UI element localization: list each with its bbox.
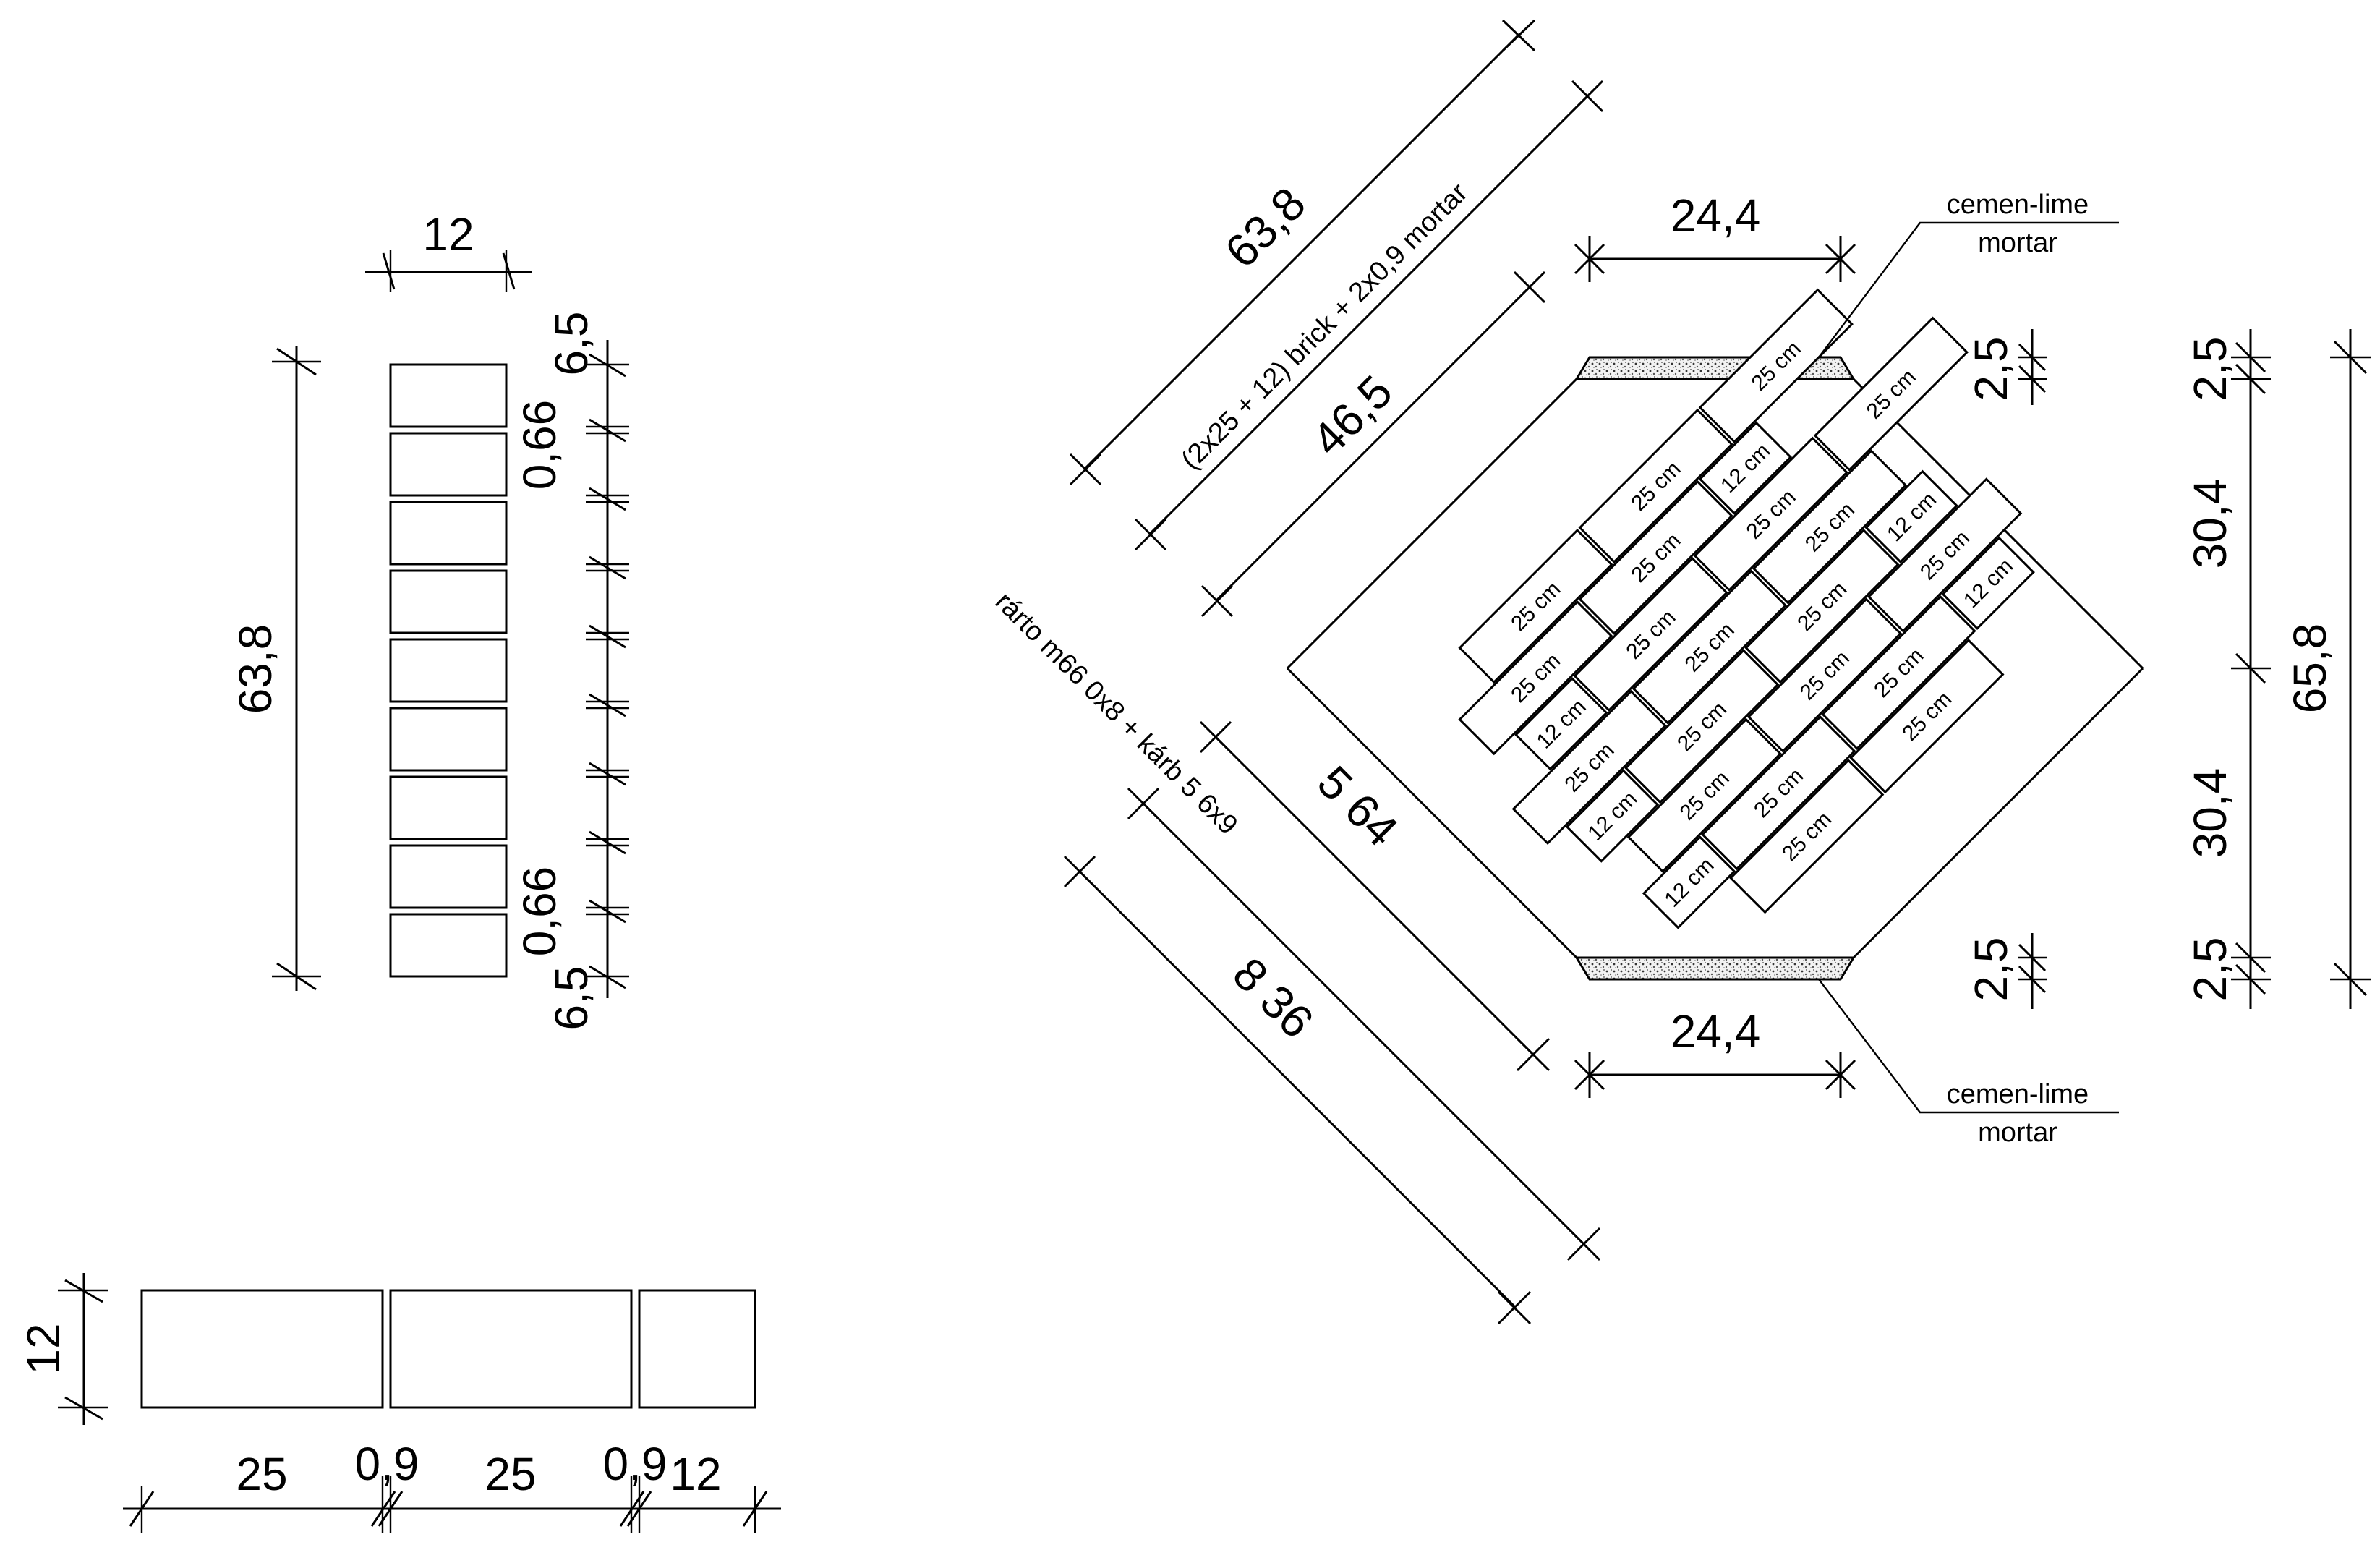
far-mid-top-label: 30,4 xyxy=(2184,479,2236,569)
diamond-upper-left-dimensions: 63,8 (2x25 + 12) brick + 2x0,9 mortar 46… xyxy=(1069,19,1604,618)
diamond-brick xyxy=(1573,556,1728,712)
bottom-joint2-label: 0,9 xyxy=(603,1438,667,1490)
mortar-bottom-line2: mortar xyxy=(1978,1117,2057,1148)
diamond-brick xyxy=(1565,769,1660,863)
bottom-seg2-label: 25 xyxy=(485,1448,536,1500)
bottom-seg1-label: 25 xyxy=(236,1448,287,1500)
bottom-height-label: 12 xyxy=(17,1323,69,1374)
diamond-brick xyxy=(1514,677,1608,771)
left-end-top-label: 6,5 xyxy=(545,312,597,376)
far-bottom-label: 2,5 xyxy=(2184,937,2236,1002)
far-top-label: 2,5 xyxy=(2184,337,2236,401)
mortar-bottom-strip xyxy=(1574,956,1856,981)
left-height-dimension: 63,8 xyxy=(229,346,321,991)
diamond-brick xyxy=(1941,536,2035,630)
diamond-brick xyxy=(1458,528,1613,684)
diamond-brick xyxy=(1642,835,1736,929)
diamond-brick xyxy=(1698,288,1854,443)
left-width-dimension: 12 xyxy=(365,208,532,292)
diamond-brick xyxy=(1701,715,1856,871)
left-end-bottom-label: 6,5 xyxy=(545,966,597,1031)
bottom-width-dimensions: 25 0,9 25 0,9 12 xyxy=(123,1438,781,1533)
bottom-strip-bricks xyxy=(140,1289,756,1409)
diamond-width-dimensions: 24,4 24,4 xyxy=(1574,190,1856,1098)
mortar-top-line1: cemen-lime xyxy=(1947,190,2089,220)
left-joint-top-label: 0,66 xyxy=(513,400,566,490)
diamond-brick xyxy=(1867,477,2023,633)
mortar-leaders: cemen-lime mortar cemen-lime mortar xyxy=(1818,190,2119,1148)
left-column-bricks xyxy=(389,363,508,978)
diamond-brick xyxy=(1624,649,1780,804)
diamond-inner-label: 46,5 xyxy=(1302,365,1402,466)
diamond-brick xyxy=(1626,717,1782,873)
diamond-lower-formula-label: rárto m66 0x8 + kárb 5 6x9 xyxy=(989,587,1244,841)
right-small-top-label: 2,5 xyxy=(1965,337,2017,401)
diamond-brick xyxy=(1729,759,1885,914)
diamond-brick xyxy=(1698,421,1793,515)
bottom-strip-plan: 12 25 0,9 25 0,9 12 xyxy=(17,1273,781,1533)
diamond-brick xyxy=(1821,595,1976,751)
diamond-brick xyxy=(1864,469,1958,564)
diamond-bottom-width-label: 24,4 xyxy=(1671,1005,1761,1057)
left-joint-bottom-label: 0,66 xyxy=(513,866,566,957)
diamond-lower-a-label: 5 64 xyxy=(1308,756,1408,856)
diamond-brick xyxy=(1632,569,1787,725)
right-small-bottom-label: 2,5 xyxy=(1965,937,2017,1002)
left-column-elevation: 12 63,8 xyxy=(229,208,629,1030)
diamond-brick xyxy=(1693,436,1848,592)
left-height-label: 63,8 xyxy=(229,624,281,715)
left-joint-dimensions: 6,5 0,66 0,66 6,5 xyxy=(513,312,629,1031)
far-mid-bottom-label: 30,4 xyxy=(2184,768,2236,859)
diamond-brick xyxy=(1578,480,1733,636)
diamond-brick xyxy=(1813,316,1969,472)
far-total-label: 65,8 xyxy=(2284,623,2336,714)
diamond-right-small-dimensions: 2,5 2,5 xyxy=(1965,329,2047,1009)
mortar-bottom-line1: cemen-lime xyxy=(1947,1079,2089,1110)
diamond-outline xyxy=(1286,378,2144,959)
diamond-brick xyxy=(1511,689,1667,845)
bottom-joint1-label: 0,9 xyxy=(355,1438,419,1490)
diamond-long-label: 63,8 xyxy=(1215,177,1315,278)
left-width-label: 12 xyxy=(422,208,474,260)
diamond-top-width-label: 24,4 xyxy=(1671,190,1761,242)
mortar-top-line2: mortar xyxy=(1978,228,2057,258)
bottom-height-dimension: 12 xyxy=(17,1273,108,1425)
diamond-brick xyxy=(1458,600,1613,756)
diamond-brick xyxy=(1578,408,1733,564)
diamond-lower-b-label: 8 36 xyxy=(1223,948,1323,1048)
bottom-seg3-label: 12 xyxy=(670,1448,721,1500)
diamond-brick xyxy=(1744,528,1900,684)
diamond-brick xyxy=(1849,638,2005,794)
diamond-brick xyxy=(1746,597,1903,753)
diamond-brick xyxy=(1752,449,1908,605)
far-right-dimensions: 2,5 30,4 30,4 2,5 65,8 xyxy=(2184,329,2371,1009)
